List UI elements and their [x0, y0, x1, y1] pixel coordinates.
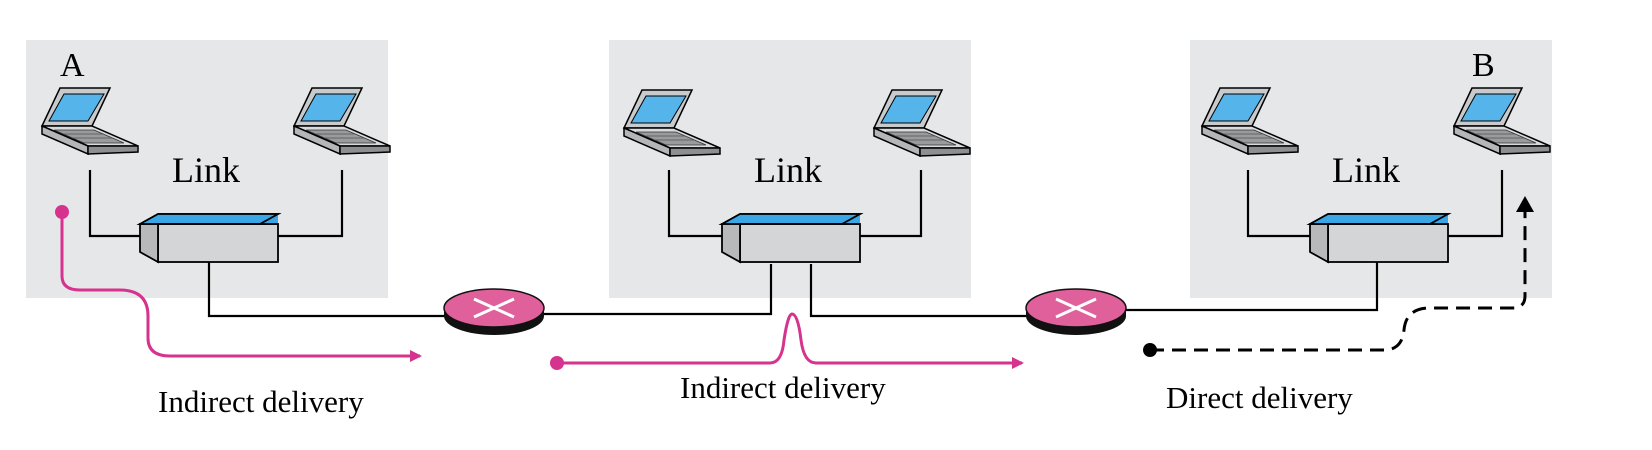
link-switch-icon — [139, 213, 279, 263]
router-icon — [1024, 287, 1128, 337]
link-label-2: Link — [754, 150, 822, 190]
link-label-1: Link — [172, 150, 240, 190]
host-label-a: A — [60, 47, 85, 84]
router-icon — [442, 287, 546, 337]
link-switch-icon — [1309, 213, 1449, 263]
delivery-label-2: Indirect delivery — [680, 370, 886, 405]
delivery-label-1: Indirect delivery — [158, 384, 364, 419]
link-label-3: Link — [1332, 150, 1400, 190]
delivery-label-3: Direct delivery — [1166, 380, 1353, 415]
direct-delivery-path — [1143, 196, 1534, 357]
link-switch-icon — [721, 213, 861, 263]
indirect-delivery-path-1 — [55, 205, 422, 362]
network-wires — [88, 170, 1504, 318]
host-label-b: B — [1472, 47, 1495, 84]
indirect-delivery-path-2 — [550, 312, 1024, 370]
